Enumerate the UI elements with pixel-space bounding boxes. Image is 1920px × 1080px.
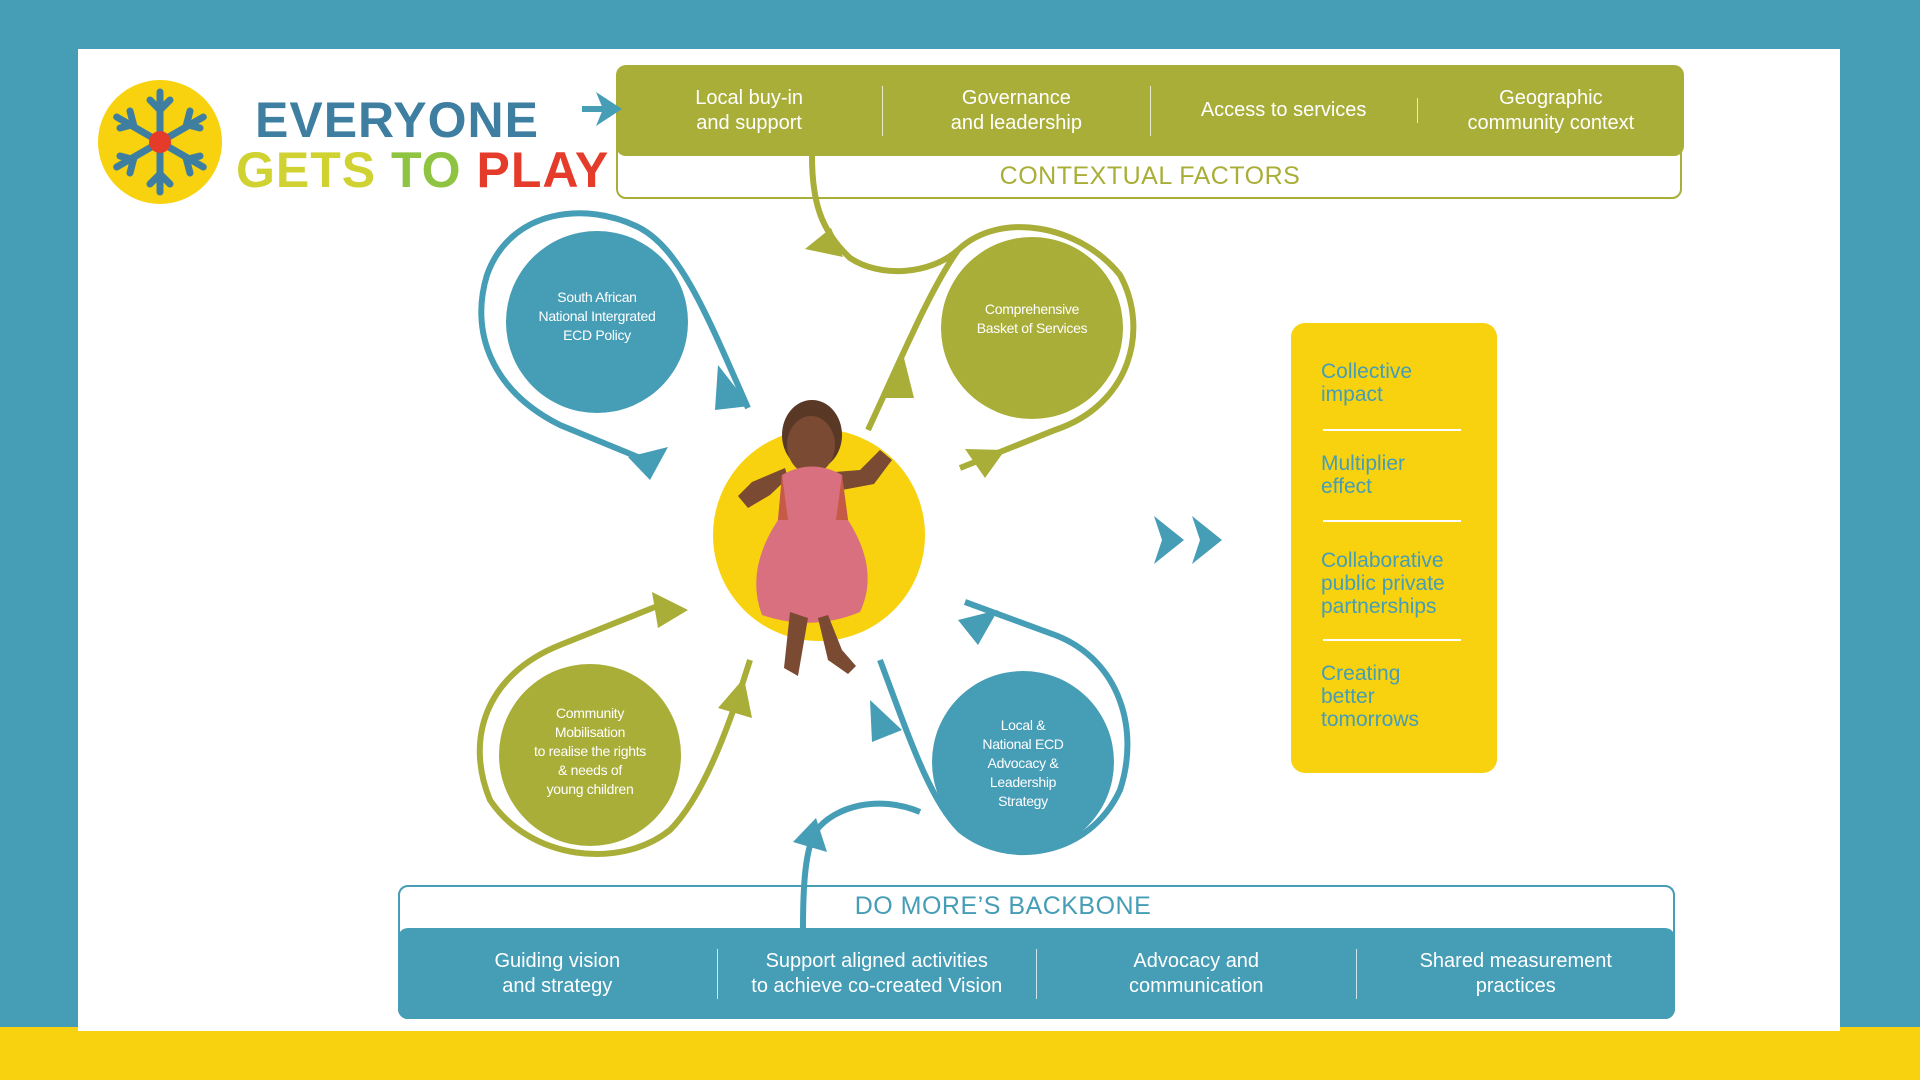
contextual-factors-title: CONTEXTUAL FACTORS [999, 162, 1301, 190]
bottom-band [0, 1027, 1920, 1080]
context-connector-head [805, 228, 843, 257]
snowflake-logo-icon [98, 80, 222, 204]
basket-arrow-out [880, 358, 914, 398]
circle-community [499, 664, 681, 846]
basket-arrow-in [965, 449, 1005, 478]
outcome-divider [1323, 639, 1461, 641]
circle-policy [506, 231, 688, 413]
context-connector [809, 155, 960, 275]
backbone-title: DO MORE’S BACKBONE [854, 892, 1152, 920]
circle-advocacy [932, 671, 1114, 853]
ctx-item-access-services: Access to services [1151, 98, 1418, 123]
logo-text-gets-to-play: GETS TO PLAY [236, 141, 609, 199]
logo-text-everyone: EVERYONE [255, 92, 540, 148]
arrow-right-icon [582, 92, 622, 126]
outcome-divider [1323, 520, 1461, 522]
backbone-connector-head [793, 818, 827, 852]
content-panel [78, 49, 1840, 1031]
advocacy-arrow-out [870, 700, 902, 742]
advocacy-arrow-in [958, 610, 998, 645]
policy-arrow-out [628, 447, 668, 480]
logo-word-gets: GETS [236, 142, 377, 198]
logo-word-to: TO [391, 142, 462, 198]
community-arrow-in [718, 678, 752, 718]
policy-arrow-in [715, 365, 750, 410]
double-chevron-icon [1154, 516, 1222, 564]
child-illustration [738, 400, 892, 676]
community-arrow-out [652, 592, 688, 628]
outcome-divider [1323, 429, 1461, 431]
logo-word-play: PLAY [476, 142, 610, 198]
circle-basket [941, 237, 1123, 419]
